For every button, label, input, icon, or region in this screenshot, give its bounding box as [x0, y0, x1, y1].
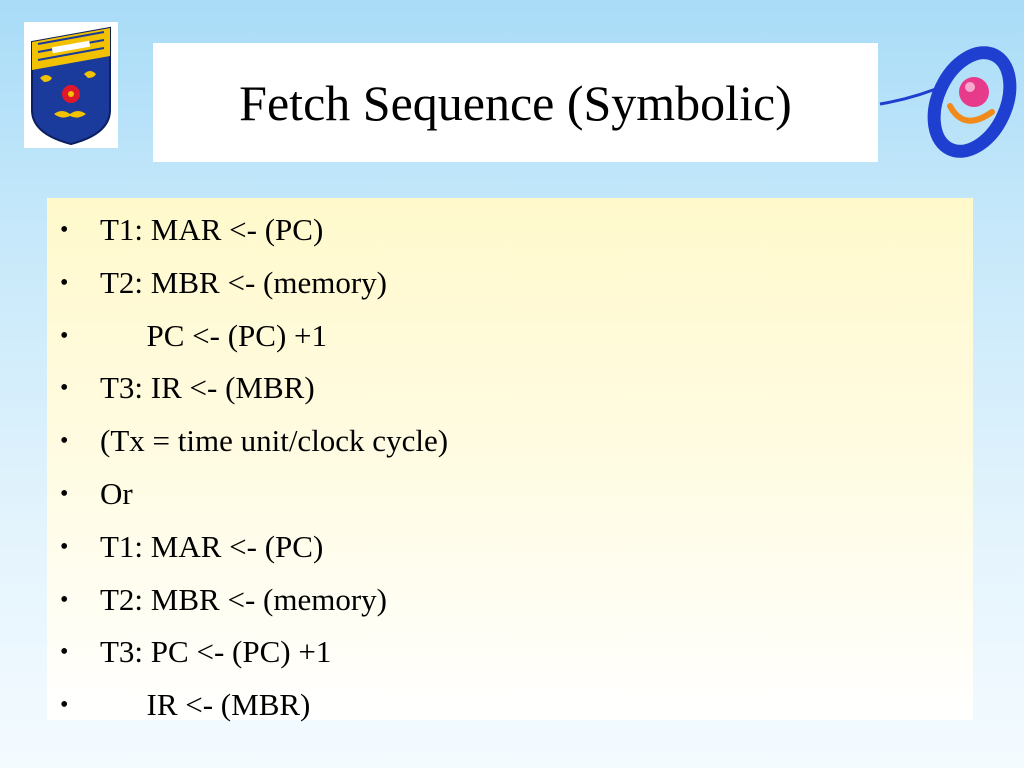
bullet-text: Or	[100, 475, 133, 511]
bullet-text: PC <- (PC) +1	[100, 317, 328, 353]
bullet-text: T1: MAR <- (PC)	[100, 212, 324, 247]
bullet-text: T3: PC <- (PC) +1	[100, 634, 332, 670]
bullet-dot: •	[60, 375, 69, 402]
bullet-dot: •	[60, 639, 69, 666]
bullet-dot: •	[60, 269, 69, 296]
bullet-dot: •	[60, 586, 69, 613]
bullet-text: (Tx = time unit/clock cycle)	[100, 423, 449, 459]
bullet-dot: •	[60, 480, 69, 507]
bullet-text: T2: MBR <- (memory)	[100, 581, 387, 617]
content-box: •T1: MAR <- (PC) •T2: MBR <- (memory) • …	[47, 198, 973, 722]
bullet-dot: •	[60, 428, 69, 455]
slide-title: Fetch Sequence (Symbolic)	[239, 74, 792, 131]
bullet-text: T3: IR <- (MBR)	[100, 370, 315, 406]
swirl-orbit-logo-icon	[876, 28, 1022, 158]
university-crest-icon	[24, 22, 118, 148]
title-box: Fetch Sequence (Symbolic)	[153, 43, 878, 162]
bullet-text: T2: MBR <- (memory)	[100, 264, 387, 300]
bullet-dot: •	[60, 692, 69, 719]
bullet-dot: •	[60, 533, 69, 560]
bullet-text: T1: MAR <- (PC)	[100, 528, 324, 564]
bullet-dot: •	[60, 217, 69, 243]
bullet-text: IR <- (MBR)	[100, 687, 311, 723]
bullet-dot: •	[60, 322, 69, 349]
